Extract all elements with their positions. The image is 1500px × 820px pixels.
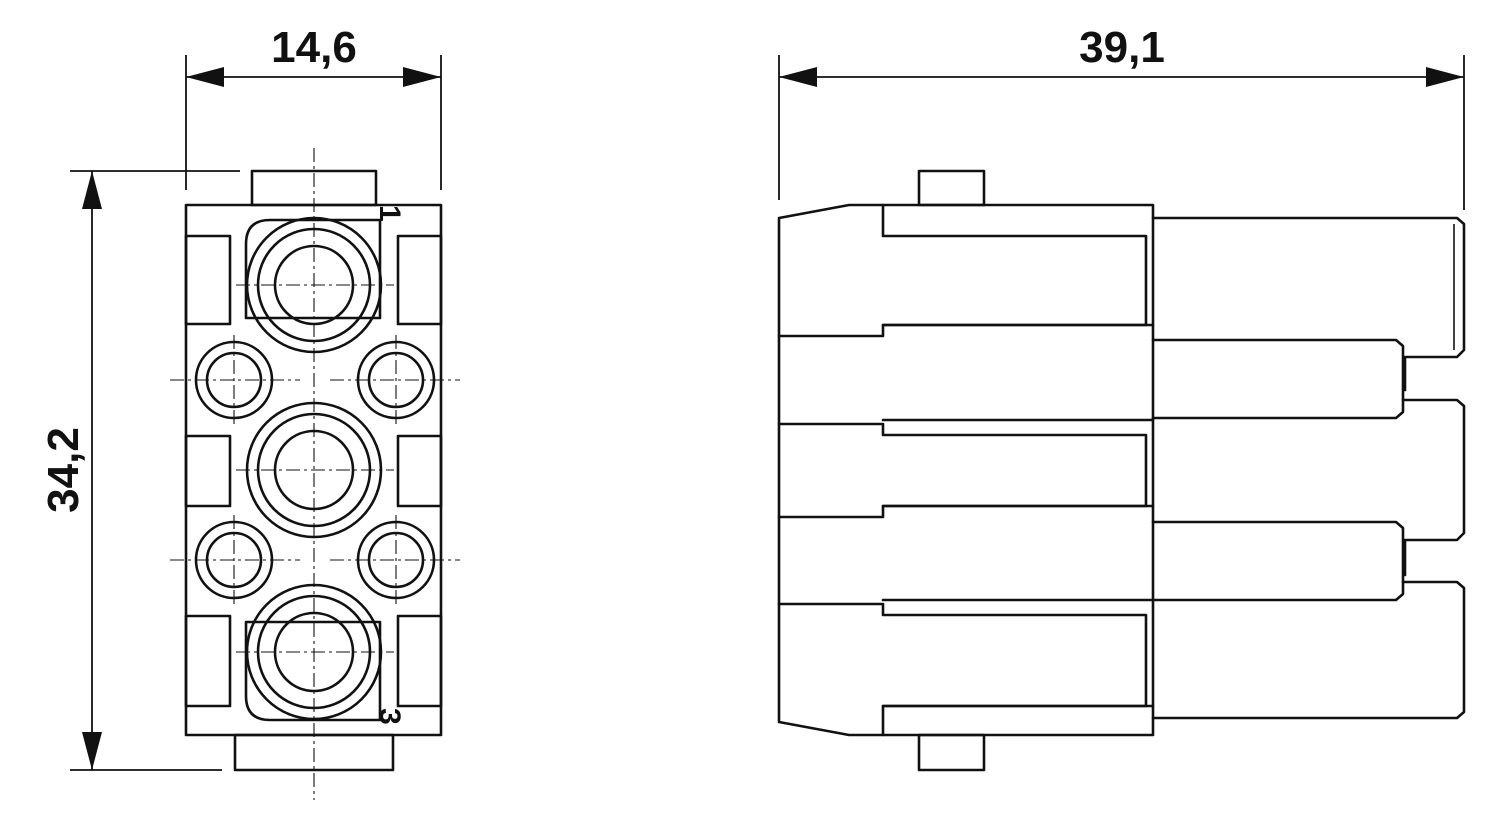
dimension-label-length: 39,1 xyxy=(1079,23,1165,72)
dimension-label-width: 14,6 xyxy=(271,23,357,72)
side-contact-channels xyxy=(777,203,1155,737)
dimension-side-length: 39,1 xyxy=(778,23,1465,210)
front-center-lines xyxy=(170,148,460,800)
side-pin-small-2 xyxy=(1151,520,1405,602)
side-pin-small-1 xyxy=(1151,338,1405,420)
dimension-front-width: 14,6 xyxy=(185,23,442,190)
side-housing-outline xyxy=(777,203,1155,737)
side-pin-1 xyxy=(1151,216,1466,392)
pin-label-1: 1 xyxy=(373,205,406,222)
side-view xyxy=(777,169,1466,772)
side-bottom-latch xyxy=(917,733,986,772)
pin-3-pocket xyxy=(244,620,382,722)
front-side-slots xyxy=(184,234,443,708)
side-pin-2 xyxy=(1401,398,1466,577)
dimension-front-height: 34,2 xyxy=(39,170,240,771)
dimension-label-height: 34,2 xyxy=(39,427,88,513)
side-pin-3 xyxy=(1151,580,1466,720)
front-view: 1 3 xyxy=(170,148,460,800)
side-top-latch xyxy=(917,169,986,207)
pin-label-3: 3 xyxy=(373,708,406,725)
